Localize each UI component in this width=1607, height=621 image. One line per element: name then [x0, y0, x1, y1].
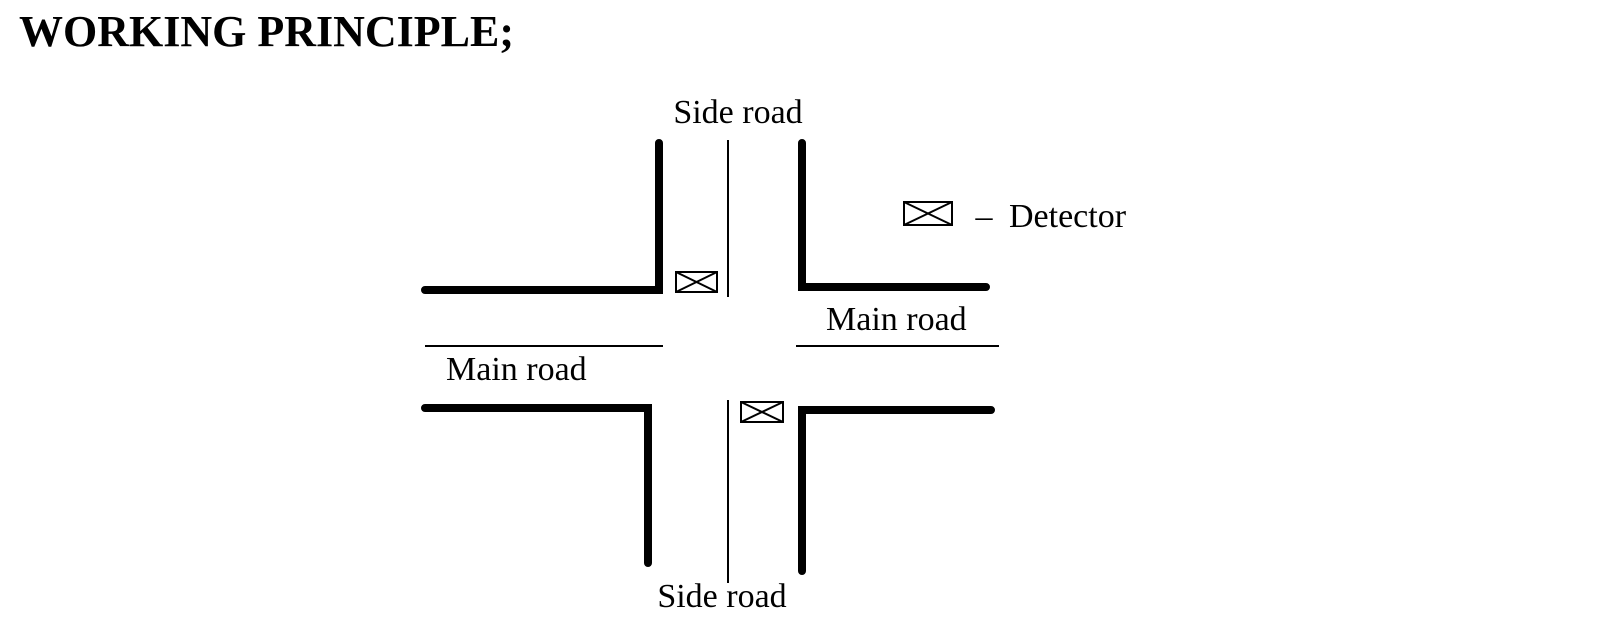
side-road-label-bottom: Side road — [657, 578, 786, 615]
road-edge-bottom-right — [798, 406, 995, 575]
page-title: WORKING PRINCIPLE; — [19, 7, 515, 56]
detector-icon — [740, 401, 784, 423]
road-edge-top-left — [421, 139, 663, 294]
legend-detector-icon — [903, 201, 953, 226]
lane-dividers — [425, 140, 999, 583]
main-road-label-right: Main road — [826, 301, 967, 338]
road-edges — [421, 139, 995, 575]
road-edge-bottom-left — [421, 404, 652, 567]
road-edge-top-right — [798, 139, 990, 291]
side-road-label-top: Side road — [673, 94, 802, 131]
detector-legend: – Detector — [903, 198, 1127, 235]
legend-separator: – — [975, 198, 994, 235]
legend-label: Detector — [1009, 198, 1127, 235]
detector-icon — [675, 271, 718, 293]
main-road-label-left: Main road — [446, 351, 587, 388]
